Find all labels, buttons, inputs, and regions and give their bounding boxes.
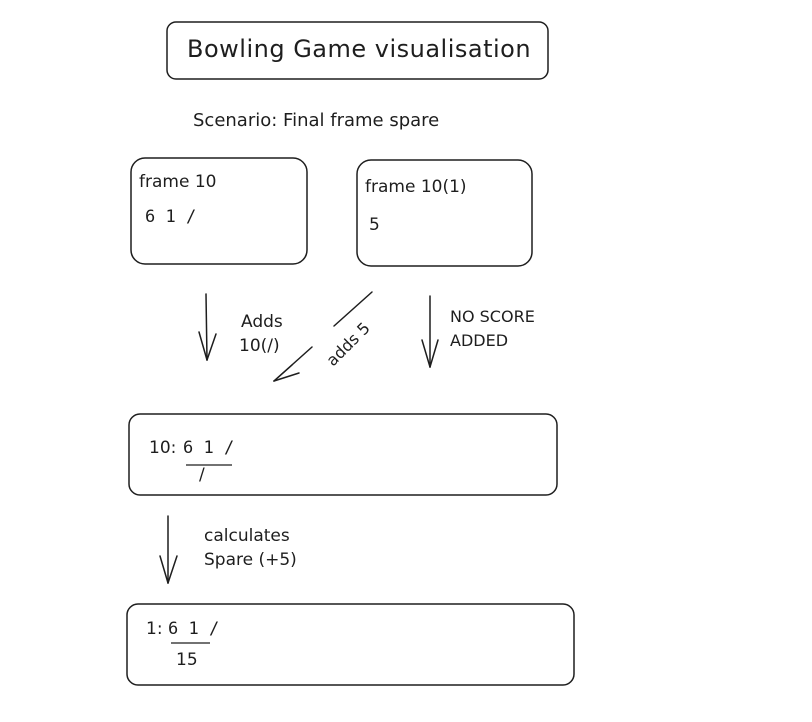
label-adds-10-line2: 10(/): [239, 336, 280, 356]
result-score: /: [199, 465, 205, 485]
diagram-title: Bowling Game visualisation: [187, 35, 532, 63]
scenario-label: Scenario: Final frame spare: [193, 110, 440, 131]
label-adds-5: adds 5: [322, 318, 373, 369]
label-calculates-line2: Spare (+5): [204, 550, 297, 570]
title-box: [166, 21, 549, 80]
arrow-calculates: [159, 515, 178, 584]
arrow-no-score: [421, 295, 439, 368]
frame-a-header: frame 10: [139, 172, 217, 192]
arrow-adds-10: [198, 293, 217, 361]
final-rolls: 6 1 /: [168, 619, 220, 639]
label-calculates-line1: calculates: [204, 526, 290, 546]
final-prefix: 1:: [146, 619, 163, 639]
final-score: 15: [176, 650, 198, 670]
result-rolls: 6 1 /: [183, 438, 235, 458]
frame-b-box: [356, 159, 533, 267]
label-no-score-line2: ADDED: [450, 331, 509, 350]
arrow-adds-5: [273, 291, 373, 382]
result-prefix: 10:: [149, 438, 177, 458]
frame-b-header: frame 10(1): [365, 177, 467, 197]
frame-b-rolls: 5: [369, 215, 380, 235]
final-result-box: [126, 603, 575, 686]
frame-result-box: [128, 413, 558, 496]
frame-a-rolls: 6 1 /: [145, 207, 197, 227]
frame-a-box: [130, 157, 308, 265]
label-no-score-line1: NO SCORE: [450, 307, 535, 326]
label-adds-10-line1: Adds: [241, 312, 283, 332]
